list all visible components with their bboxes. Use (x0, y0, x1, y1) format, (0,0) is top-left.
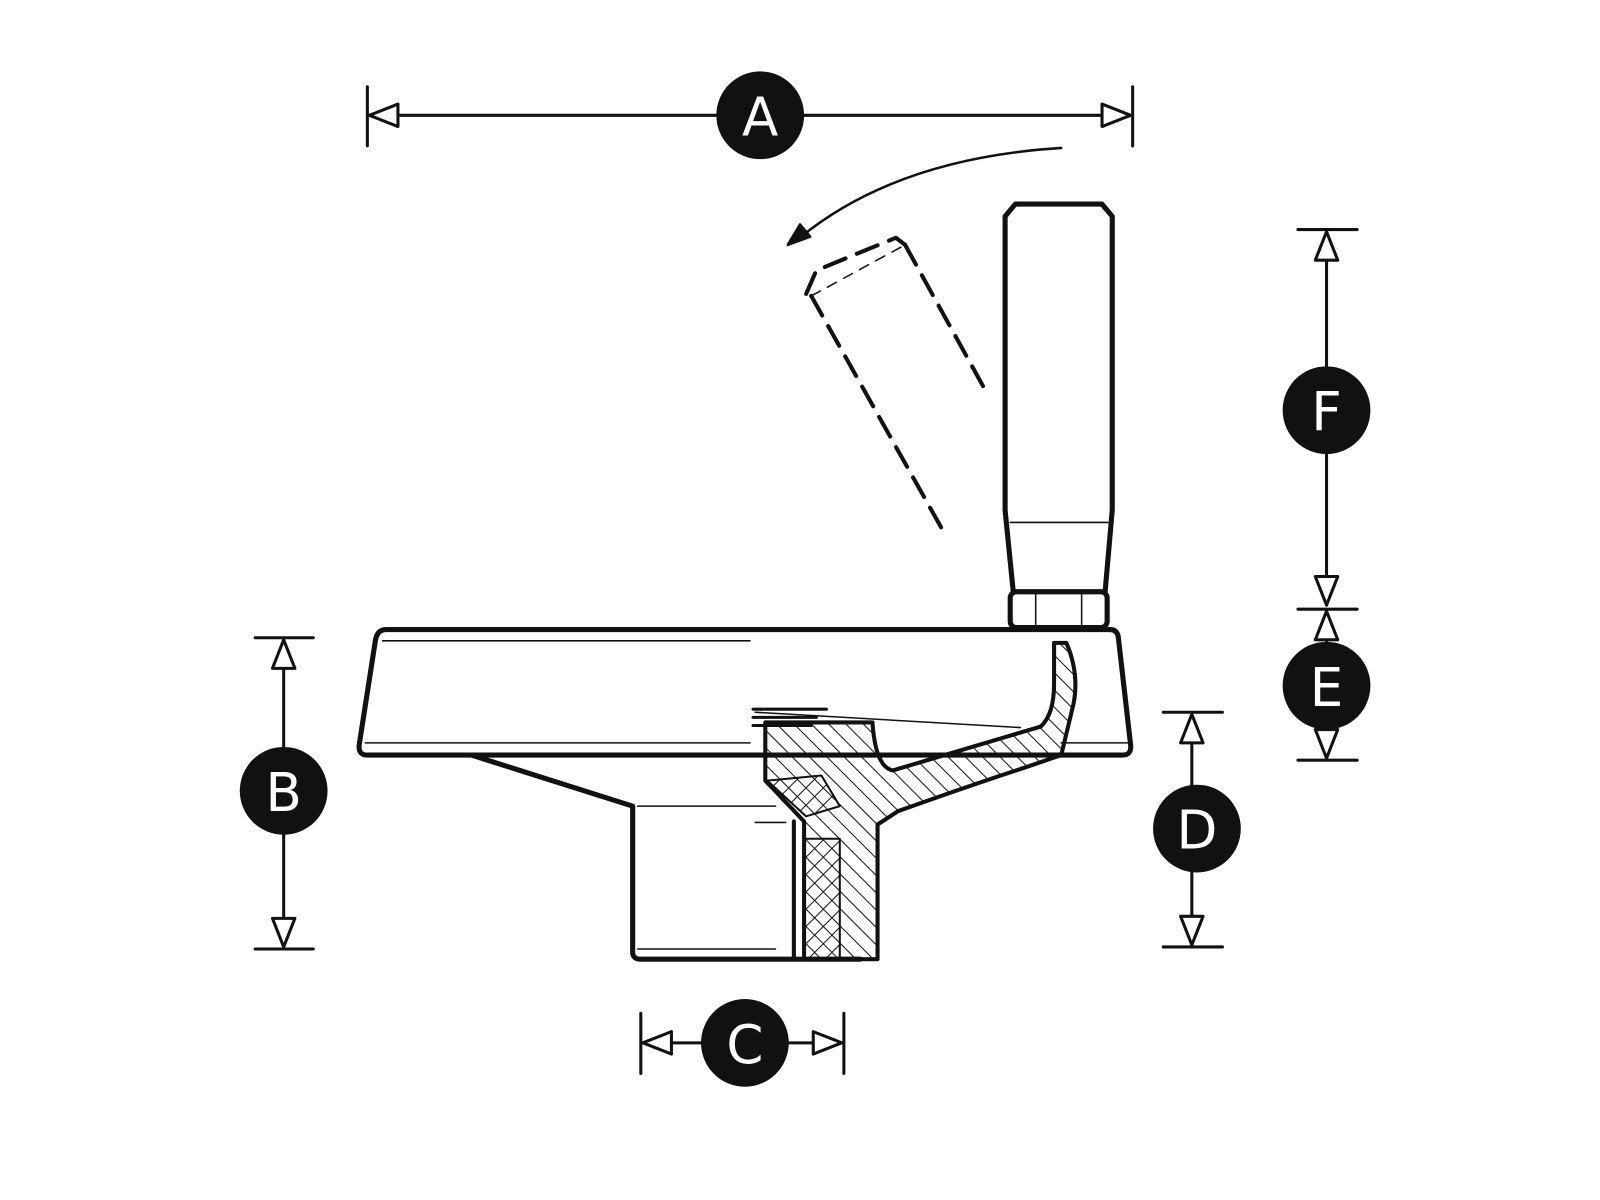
label-f-badge (1282, 366, 1371, 455)
rotation-arrow (786, 146, 1063, 247)
label-a-text: A (742, 86, 778, 148)
label-a-badge (716, 71, 805, 160)
label-b-text: B (265, 762, 301, 824)
label-e: E (1282, 641, 1371, 730)
wheel-rim (356, 627, 1134, 758)
label-d-text: D (1177, 800, 1218, 862)
dimension-e (1296, 607, 1359, 762)
label-d: D (1153, 784, 1241, 873)
crank-handle (1002, 201, 1115, 631)
label-b: B (239, 746, 328, 835)
label-c-text: C (726, 1014, 763, 1076)
label-a: A (716, 71, 805, 160)
wheel-hub (468, 707, 863, 962)
label-c: C (701, 998, 789, 1087)
label-c-badge (701, 998, 789, 1087)
folded-handle-outline (804, 235, 989, 540)
label-f: F (1282, 366, 1371, 455)
label-e-text: E (1310, 657, 1344, 719)
label-f-text: F (1311, 381, 1342, 443)
label-d-badge (1153, 784, 1241, 873)
label-e-badge (1282, 641, 1371, 730)
label-b-badge (239, 746, 328, 835)
cross-section-hatched (763, 640, 1078, 962)
